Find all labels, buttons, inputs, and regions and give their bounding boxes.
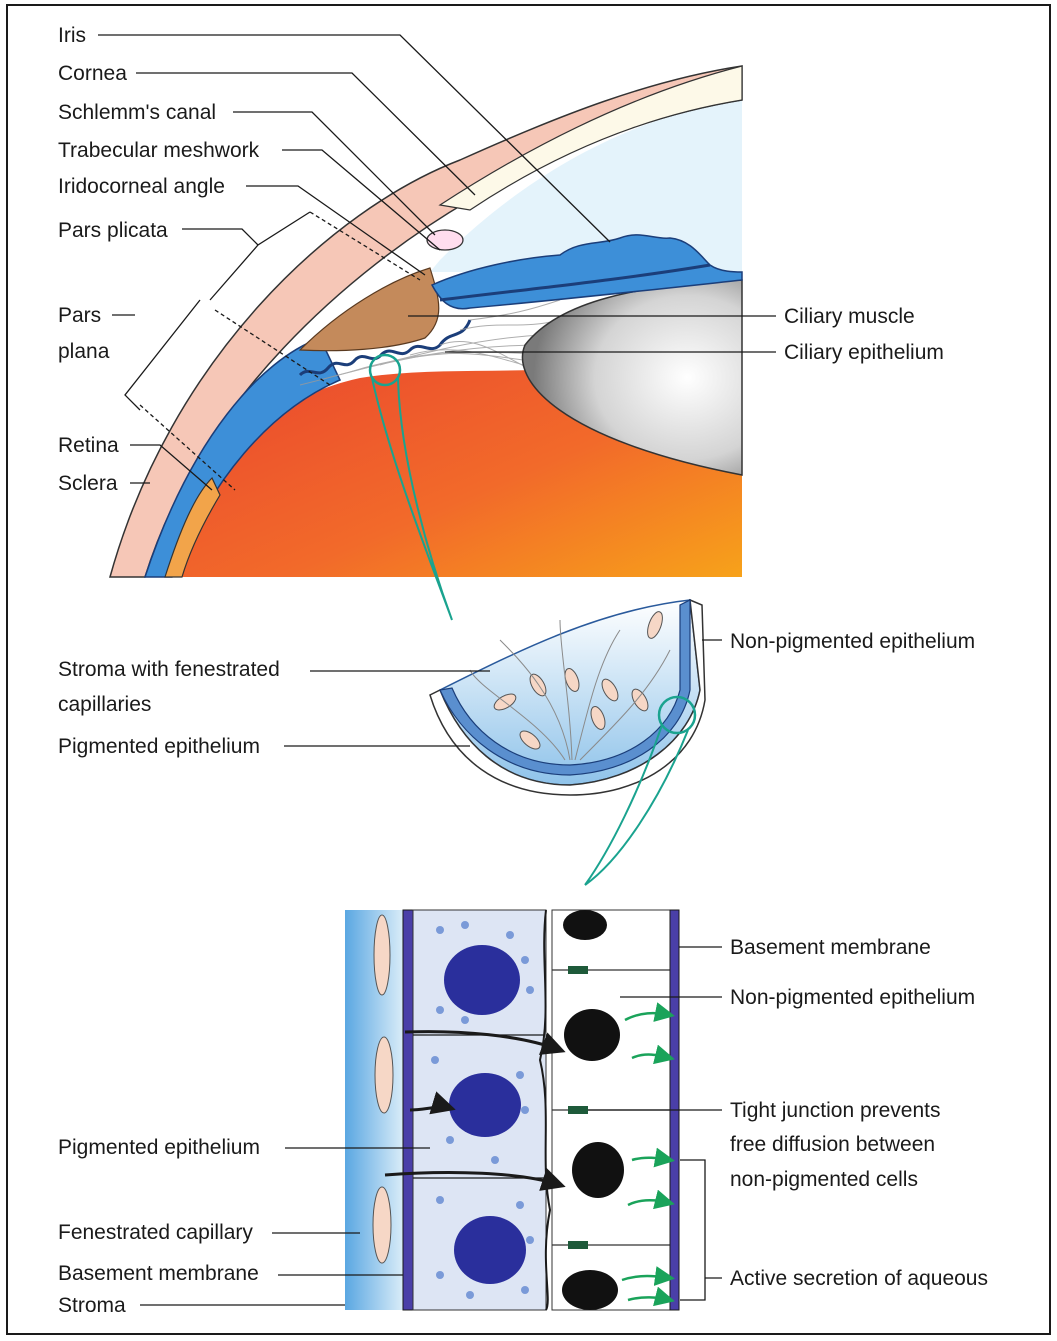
eye-section-illustration (109, 65, 743, 621)
stroma-region (345, 910, 403, 1310)
fenestrated-capillaries (372, 914, 394, 1264)
retina-layer (164, 476, 221, 578)
pigment-granules (431, 921, 534, 1299)
zoom-circle-middle (657, 695, 697, 735)
label-retina: Retina (58, 434, 119, 457)
label-iridocorneal-angle: Iridocorneal angle (58, 175, 225, 198)
stroma-fibres (469, 619, 671, 761)
label-sclera: Sclera (58, 472, 118, 495)
label-basement-membrane-left: Basement membrane (58, 1262, 259, 1285)
interface-membrane (538, 909, 552, 1311)
leader-lines (98, 34, 776, 1306)
label-basement-membrane-right: Basement membrane (730, 936, 931, 959)
label-non-pigmented-epithelium-mid: Non-pigmented epithelium (730, 630, 975, 653)
non-pigmented-epithelium-layer (429, 598, 706, 796)
label-pars-plana-line2: plana (58, 340, 110, 363)
label-trabecular-meshwork: Trabecular meshwork (58, 139, 260, 162)
secretion-arrows (621, 1002, 675, 1307)
pigmented-epithelium-layer (439, 599, 691, 776)
iris-stroma-line (439, 263, 711, 302)
label-tight-junction-line2: free diffusion between (730, 1133, 935, 1156)
zoom-circle-top (368, 353, 402, 387)
ciliary-process-illustration (429, 598, 706, 886)
label-stroma-fenestrated-line2: capillaries (58, 693, 151, 716)
pigmented-nuclei (444, 945, 526, 1284)
figure-frame (6, 4, 1051, 1335)
label-tight-junction-line1: Tight junction prevents (730, 1099, 941, 1122)
zoom-leader-middle (584, 724, 689, 886)
non-pigmented-nuclei (562, 910, 624, 1310)
label-non-pigmented-epithelium-bottom: Non-pigmented epithelium (730, 986, 975, 1009)
label-stroma: Stroma (58, 1294, 126, 1317)
labels: Iris Cornea Schlemm's canal Trabecular m… (58, 24, 988, 1317)
cornea (438, 65, 743, 211)
transport-arrows (384, 1030, 566, 1191)
label-stroma-fenestrated-line1: Stroma with fenestrated (58, 658, 280, 681)
zonule-fibres (299, 299, 566, 386)
tight-junctions (568, 966, 588, 1249)
label-cornea: Cornea (58, 62, 127, 85)
label-pars-plicata: Pars plicata (58, 219, 168, 242)
label-ciliary-muscle: Ciliary muscle (784, 305, 915, 328)
label-pars-plana-line1: Pars (58, 304, 101, 327)
label-tight-junction-line3: non-pigmented cells (730, 1168, 918, 1191)
label-ciliary-epithelium: Ciliary epithelium (784, 341, 944, 364)
schlemms-canal (426, 229, 464, 251)
anterior-chamber (430, 98, 742, 272)
label-active-secretion: Active secretion of aqueous (730, 1267, 988, 1290)
label-fenestrated-capillary: Fenestrated capillary (58, 1221, 253, 1244)
label-pigmented-epithelium-bottom: Pigmented epithelium (58, 1136, 260, 1159)
label-pigmented-epithelium-mid: Pigmented epithelium (58, 735, 260, 758)
ciliary-muscle (298, 267, 440, 352)
label-iris: Iris (58, 24, 86, 47)
zoom-leader-top (371, 377, 453, 621)
label-schlemms-canal: Schlemm's canal (58, 101, 216, 124)
